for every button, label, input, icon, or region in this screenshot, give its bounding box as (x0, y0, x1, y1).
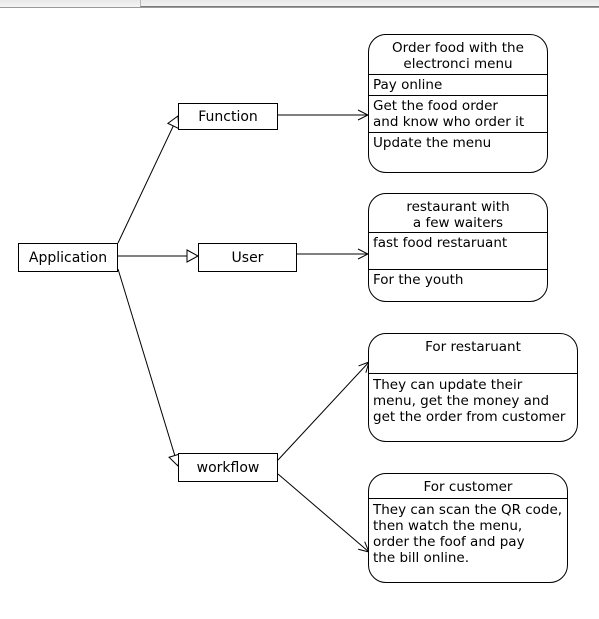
customer-card-description: They can scan the QR code, then watch th… (373, 502, 563, 566)
function-card-item-pay-online: Pay online (369, 75, 547, 96)
function-card-item-update-menu: Update the menu (373, 135, 492, 151)
application-node[interactable]: Application (18, 243, 118, 272)
restaurant-card[interactable]: For restaruant They can update their men… (368, 333, 578, 442)
restaurant-card-title: For restaruant (369, 334, 577, 374)
function-label: Function (198, 108, 258, 125)
function-card[interactable]: Order food with the electronci menu Pay … (368, 34, 548, 173)
user-card-title: restaurant with a few waiters (369, 194, 547, 233)
function-card-title: Order food with the electronci menu (369, 35, 547, 75)
user-card-item-fast-food: fast food restaruant (369, 233, 547, 270)
edge-workflow-customer (277, 473, 369, 552)
user-card[interactable]: restaurant with a few waiters fast food … (368, 193, 548, 302)
function-node[interactable]: Function (178, 103, 278, 130)
restaurant-card-description: They can update their menu, get the mone… (373, 377, 566, 425)
function-card-item-get-order: Get the food order and know who order it (369, 96, 547, 133)
window-top-bar-segment (140, 0, 599, 7)
application-label: Application (28, 249, 108, 266)
user-label: User (231, 249, 264, 266)
edge-workflow-restaurant (277, 362, 369, 461)
customer-card[interactable]: For customer They can scan the QR code, … (368, 473, 568, 583)
customer-card-title: For customer (369, 474, 567, 499)
workflow-label: workflow (196, 459, 260, 476)
edge-application-workflow (117, 268, 182, 467)
workflow-node[interactable]: workflow (178, 453, 278, 482)
edge-application-function (117, 115, 180, 244)
window-top-bar (0, 0, 599, 8)
user-card-item-youth: For the youth (373, 272, 464, 288)
user-node[interactable]: User (198, 243, 297, 272)
